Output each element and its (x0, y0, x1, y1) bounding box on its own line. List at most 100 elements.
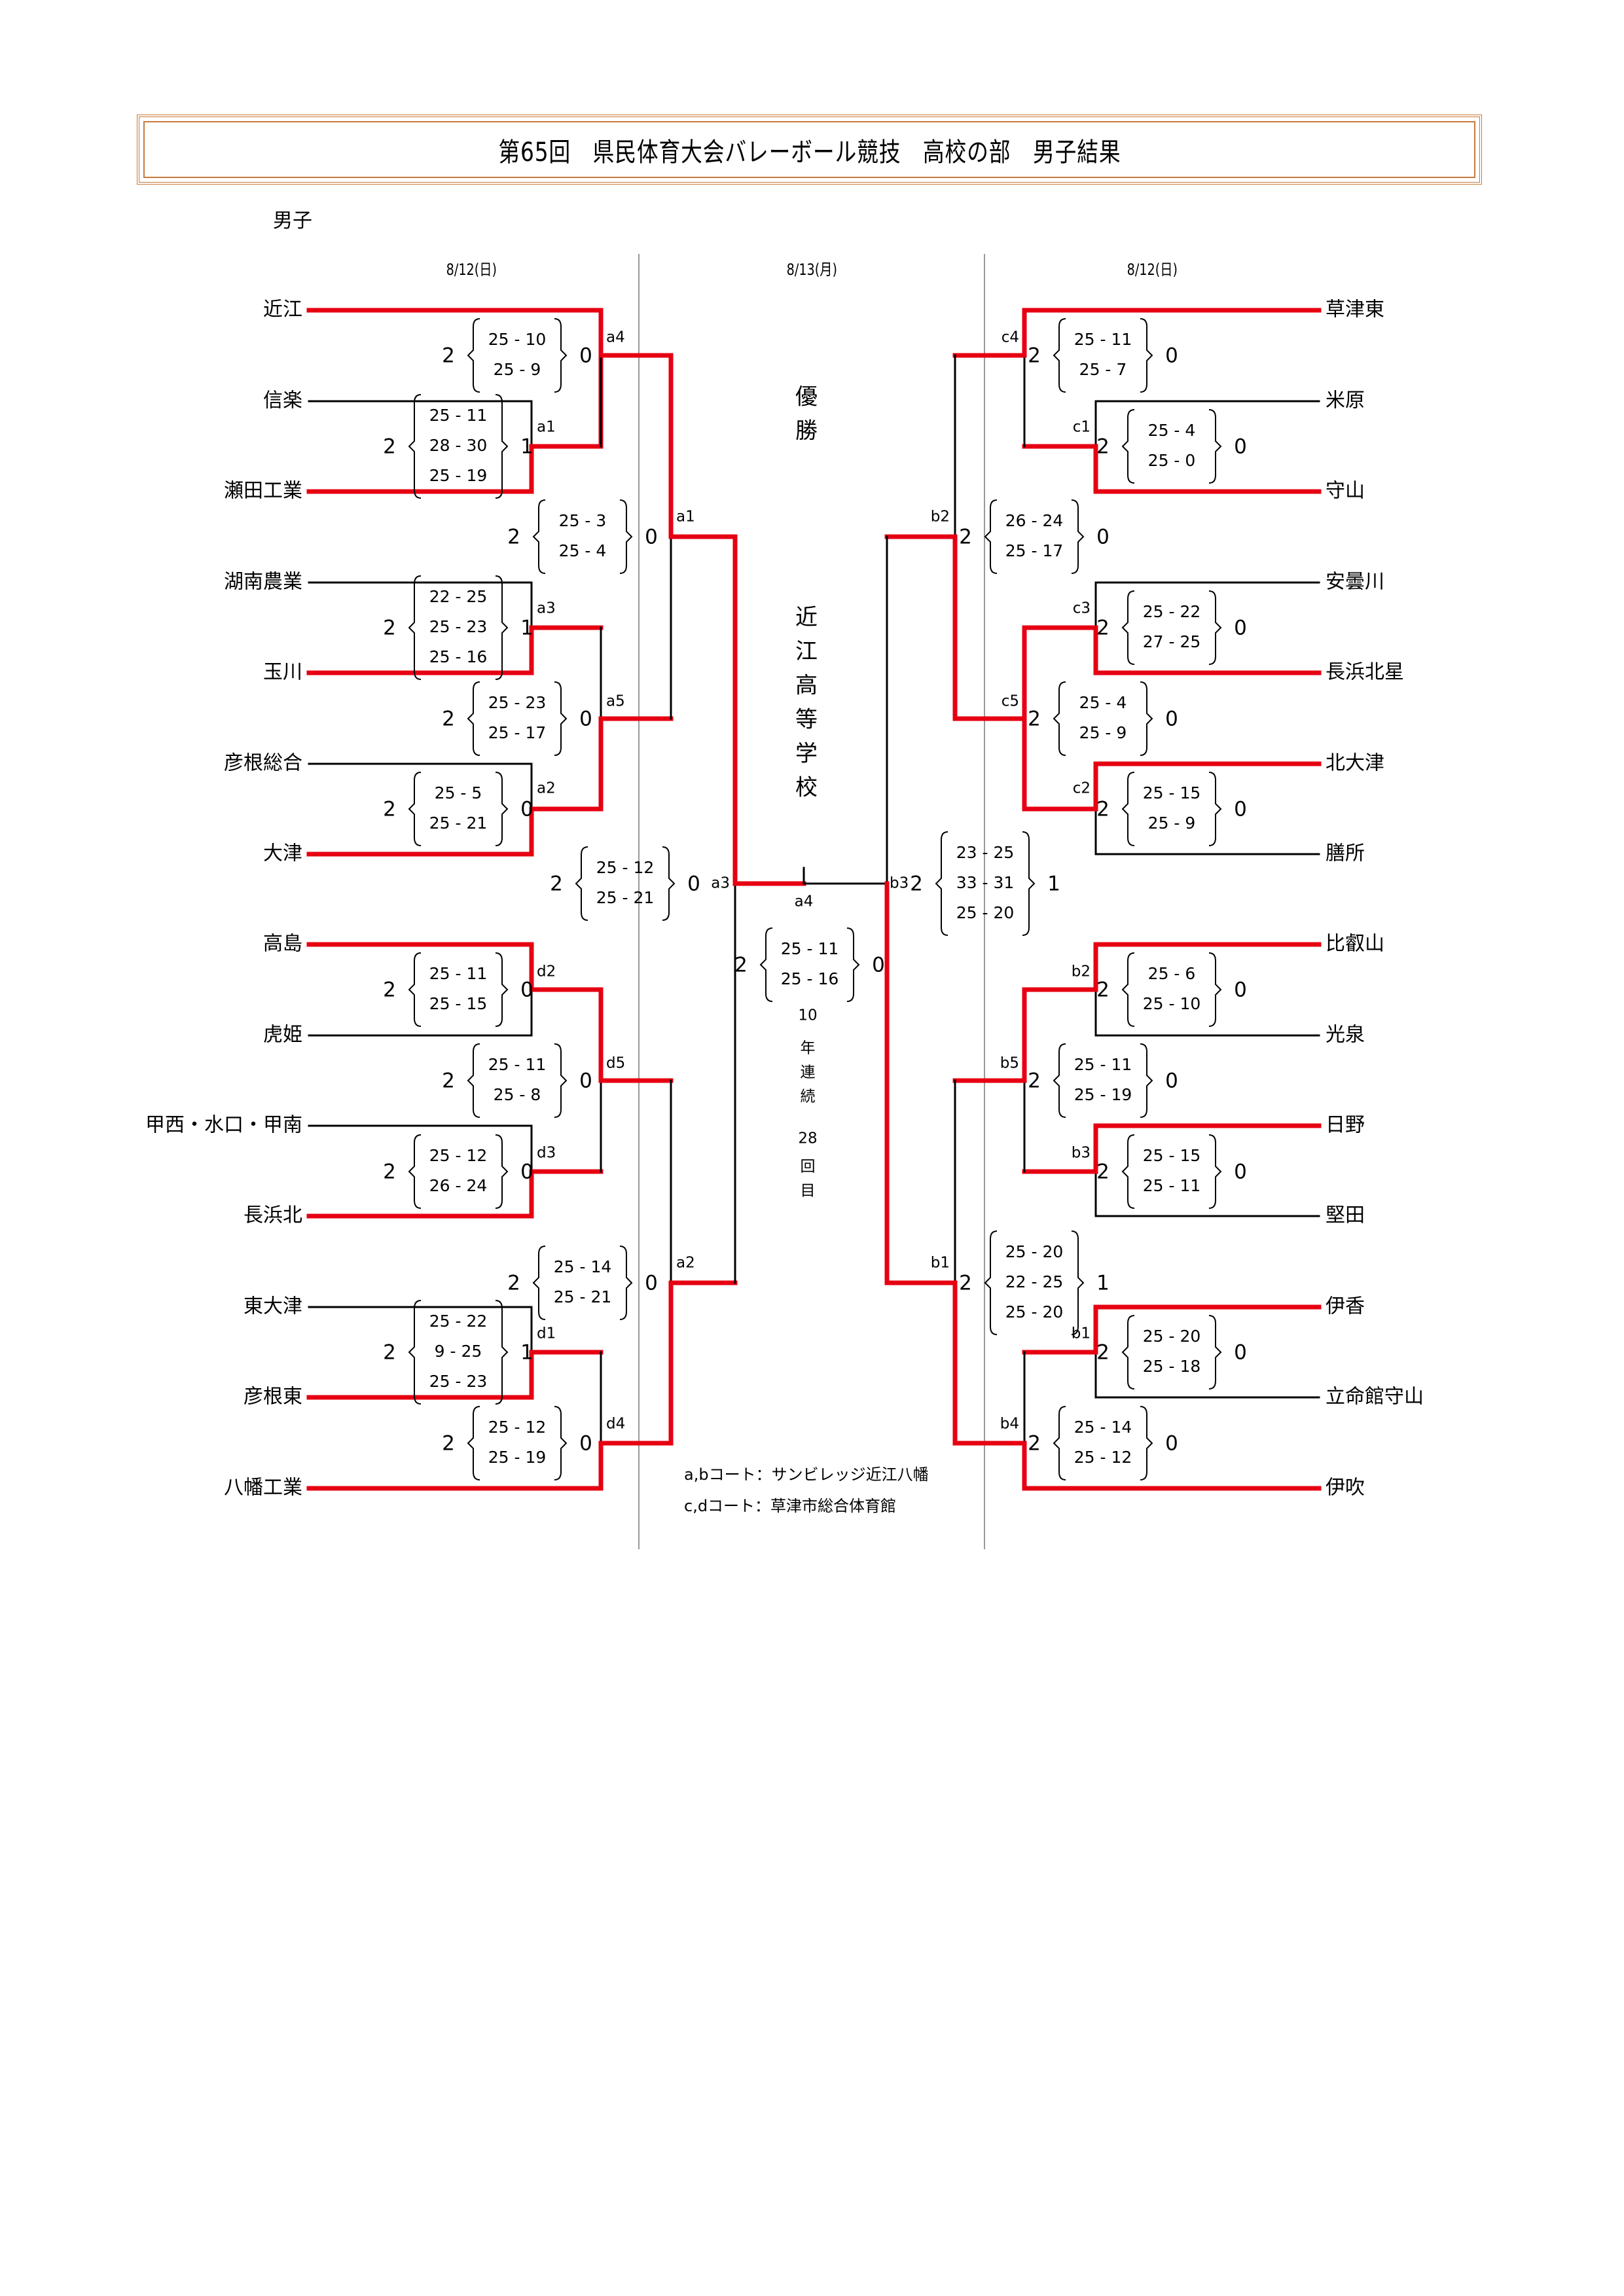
champion-team-char: 近 (795, 605, 818, 631)
set-score: 25 - 11 (429, 964, 488, 983)
right-brace (1208, 409, 1222, 484)
set-score: 25 - 23 (429, 617, 488, 636)
left-brace (984, 499, 998, 574)
loser-set-count: 0 (1165, 1432, 1178, 1456)
court-match-label: c1 (1073, 419, 1091, 436)
winner-set-count: 2 (1028, 1069, 1041, 1093)
winner-set-count: 2 (959, 1272, 972, 1295)
count-number: 28 (798, 1130, 817, 1147)
team-name-left: 虎姫 (263, 1024, 302, 1047)
team-name-left: 瀬田工業 (224, 480, 302, 503)
left-brace (532, 1246, 546, 1320)
set-score: 25 - 17 (1005, 541, 1064, 560)
set-score: 25 - 18 (1143, 1357, 1201, 1376)
set-score: 25 - 6 (1148, 964, 1196, 983)
section-label: 男子 (273, 209, 312, 232)
team-name-left: 湖南農業 (224, 571, 302, 594)
left-brace (1121, 409, 1135, 484)
court-match-label: a2 (537, 780, 556, 797)
winner-set-count: 2 (442, 1432, 455, 1456)
set-score: 25 - 4 (1079, 693, 1127, 712)
streak-text-char: 続 (801, 1088, 816, 1105)
set-score: 25 - 14 (1074, 1418, 1132, 1437)
court-match-label: b1 (931, 1255, 950, 1272)
loser-set-count: 0 (1234, 435, 1247, 459)
winner-set-count: 2 (383, 1341, 396, 1365)
court-match-label: b5 (1000, 1055, 1019, 1072)
team-name-right: 伊香 (1326, 1295, 1365, 1318)
team-name-right: 長浜北星 (1326, 661, 1404, 684)
set-score: 25 - 11 (1074, 1055, 1132, 1074)
set-score: 25 - 10 (488, 330, 547, 349)
loser-set-count: 0 (1234, 798, 1247, 821)
loser-set-count: 1 (520, 435, 533, 459)
team-name-right: 堅田 (1326, 1204, 1365, 1227)
set-score: 25 - 23 (488, 693, 547, 712)
set-score: 25 - 15 (1143, 783, 1201, 802)
set-score: 26 - 24 (429, 1176, 488, 1195)
court-match-label: d3 (537, 1145, 556, 1162)
loser-set-count: 0 (579, 1432, 592, 1456)
court-match-label: b2 (1072, 963, 1091, 980)
left-brace (1053, 1043, 1066, 1118)
right-brace (1140, 1406, 1153, 1480)
streak-number: 10 (798, 1007, 817, 1024)
loser-set-count: 1 (1047, 872, 1060, 896)
set-score: 22 - 25 (1005, 1272, 1064, 1291)
champion-label-char: 優 (795, 384, 818, 410)
set-score: 25 - 21 (596, 888, 655, 907)
left-brace (408, 952, 422, 1027)
set-score: 25 - 11 (1143, 1176, 1201, 1195)
loser-set-count: 1 (520, 617, 533, 640)
streak-text-char: 年 (801, 1040, 816, 1057)
court-match-label: d1 (537, 1325, 556, 1342)
winner-set-count: 2 (442, 708, 455, 731)
left-brace (1053, 681, 1066, 756)
team-name-left: 東大津 (244, 1295, 302, 1318)
left-brace (467, 318, 480, 393)
set-score: 25 - 20 (1143, 1327, 1201, 1346)
team-name-left: 信楽 (263, 389, 302, 412)
court-match-label: a3 (537, 600, 556, 617)
left-brace (467, 1043, 480, 1118)
winner-set-count: 2 (1028, 1432, 1041, 1456)
left-brace (575, 846, 588, 921)
court-match-label: b3 (890, 875, 909, 892)
set-score: 25 - 22 (1143, 602, 1201, 621)
winner-set-count: 2 (507, 526, 520, 549)
set-score: 25 - 15 (1143, 1146, 1201, 1165)
header-box: 第65回 県民体育大会バレーボール競技 高校の部 男子結果 (137, 115, 1482, 185)
right-brace (554, 1043, 568, 1118)
set-score: 25 - 7 (1079, 360, 1127, 379)
winner-set-count: 2 (1028, 708, 1041, 731)
set-score: 25 - 11 (429, 406, 488, 425)
streak-text-char: 連 (801, 1064, 816, 1081)
right-brace (1140, 318, 1153, 393)
left-brace (935, 831, 948, 936)
set-score: 25 - 16 (781, 969, 839, 988)
loser-set-count: 0 (579, 344, 592, 368)
right-brace (1208, 772, 1222, 846)
date-left: 8/12(日) (446, 260, 497, 279)
court-match-label: a1 (537, 419, 556, 436)
set-score: 25 - 19 (488, 1448, 547, 1467)
set-score: 23 - 25 (956, 843, 1015, 862)
court-match-label: d2 (537, 963, 556, 980)
set-score: 25 - 9 (1148, 814, 1196, 833)
winner-set-count: 2 (442, 1069, 455, 1093)
left-brace (408, 1134, 422, 1209)
right-brace (1071, 499, 1085, 574)
right-brace (1208, 590, 1222, 665)
champion-team-char: 学 (795, 741, 818, 767)
court-match-label: b2 (931, 509, 950, 526)
set-score: 25 - 11 (1074, 330, 1132, 349)
set-score: 25 - 16 (429, 647, 488, 666)
count-text: 回目 (801, 1158, 816, 1200)
right-brace (619, 1246, 633, 1320)
set-score: 25 - 23 (429, 1372, 488, 1391)
set-score: 25 - 9 (1079, 723, 1127, 742)
set-score: 25 - 5 (435, 783, 482, 802)
right-brace (495, 575, 509, 680)
champion-label: 優勝 (795, 384, 818, 444)
right-brace (1071, 1230, 1085, 1335)
